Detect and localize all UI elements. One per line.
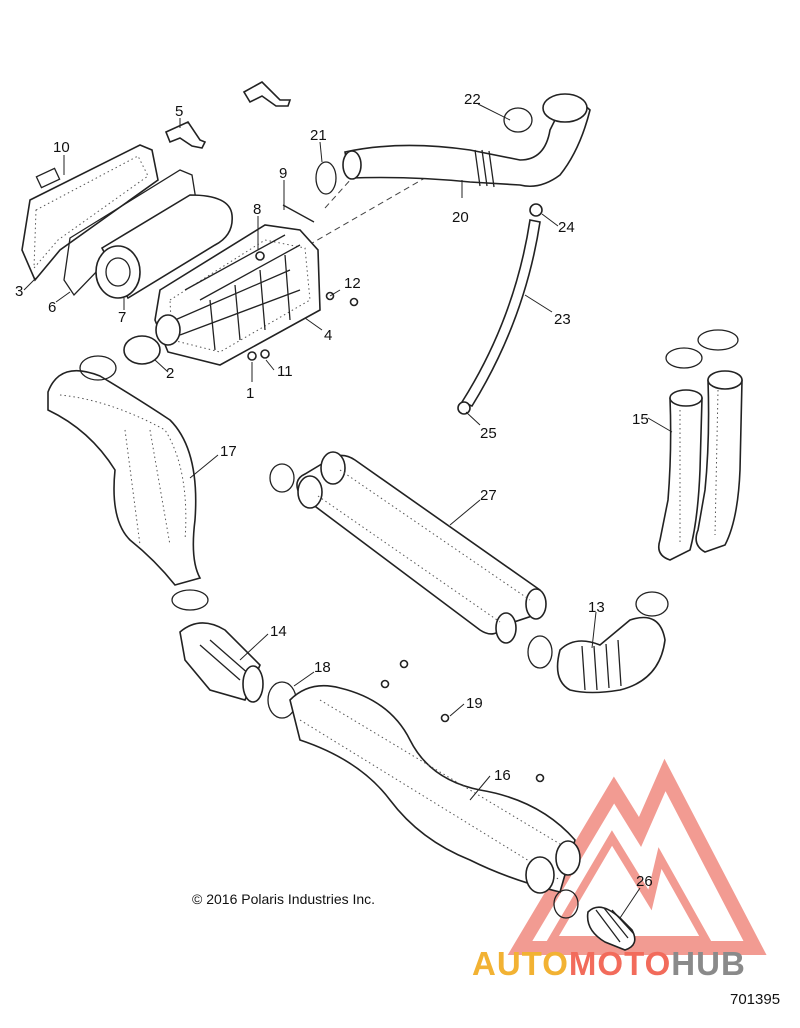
part-hose [460,219,541,407]
part-fastener-8 [255,251,265,261]
part-cap [123,335,161,365]
part-bellows-13 [556,616,666,694]
part-fastener-1 [247,351,257,361]
watermark-wordmark: AUTOMOTOHUB [472,945,746,982]
callout-17: 17 [220,443,237,460]
part-clamp-13b [635,591,669,617]
diagram-number: 701395 [730,991,780,1008]
callout-23: 23 [554,311,571,328]
part-fastener-19d [535,773,545,783]
callout-8: 8 [253,201,261,218]
watermark-word-hub: HUB [671,945,746,982]
part-clamp-26 [553,889,579,919]
part-bracket-upper [242,81,292,107]
callout-9: 9 [279,165,287,182]
part-twin-tubes [657,370,743,561]
part-y-duct [289,684,581,894]
part-fastener-11 [260,349,270,359]
part-airbox [154,224,321,366]
part-clip-25 [457,401,471,415]
callout-5: 5 [175,103,183,120]
part-clamp-15a [665,347,703,369]
callout-18: 18 [314,659,331,676]
callout-15: 15 [632,411,649,428]
callout-16: 16 [494,767,511,784]
part-clamp-lower-17 [171,589,209,611]
callout-10: 10 [53,139,70,156]
callout-20: 20 [452,209,469,226]
callout-1: 1 [246,385,254,402]
callout-12: 12 [344,275,361,292]
part-airbox-cover [21,144,159,282]
leader-lines [23,103,673,919]
callout-4: 4 [324,327,332,344]
part-clip-24 [529,203,543,217]
part-clamp-27 [269,463,295,493]
part-intake-tube [342,93,591,188]
callout-21: 21 [310,127,327,144]
callout-2: 2 [166,365,174,382]
part-clamp-15b [697,329,739,351]
watermark-word-moto: MOTO [569,945,671,982]
part-fastener-12b [349,297,359,307]
callout-labels: 1 2 3 4 5 6 7 8 9 10 11 12 13 14 15 16 1… [15,91,653,890]
callout-19: 19 [466,695,483,712]
part-elbow-14 [179,622,264,703]
copyright-text: © 2016 Polaris Industries Inc. [192,891,375,907]
callout-24: 24 [558,219,575,236]
watermark-logo-icon [507,758,767,955]
svg-text:AUTOMOTOHUB: AUTOMOTOHUB [472,945,746,982]
part-outlet-duct [47,369,202,586]
watermark-word-auto: AUTO [472,945,569,982]
part-clamp-upper-17 [79,355,117,381]
callout-26: 26 [636,873,653,890]
part-clamp-21 [315,161,337,195]
part-fastener-19a [399,659,409,669]
part-coupler-26 [586,906,636,951]
callout-27: 27 [480,487,497,504]
callout-11: 11 [277,363,293,380]
callout-7: 7 [118,309,126,326]
part-pin [282,204,315,223]
part-bracket [164,120,207,149]
callout-3: 3 [15,283,23,300]
part-air-filter [95,194,233,300]
part-clamp-22 [503,107,533,133]
part-dual-tube [296,451,547,644]
callout-14: 14 [270,623,287,640]
callout-25: 25 [480,425,497,442]
part-fastener-19c [440,713,450,723]
callout-6: 6 [48,299,56,316]
callout-22: 22 [464,91,481,108]
part-fastener-19b [380,679,390,689]
callout-13: 13 [588,599,605,616]
part-clamp-13a [527,635,553,669]
